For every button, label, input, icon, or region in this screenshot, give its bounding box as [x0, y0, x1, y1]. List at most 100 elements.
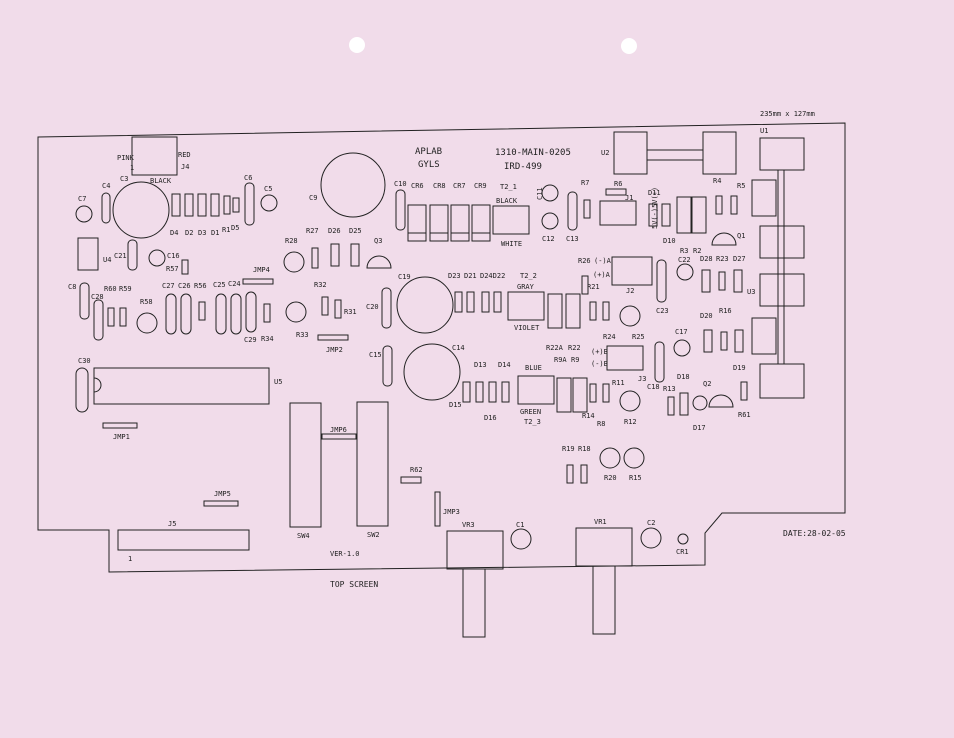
label-d4: D4 — [170, 229, 178, 237]
label-d24d22: D24D22 — [480, 272, 505, 280]
label-u2: U2 — [601, 149, 609, 157]
label-d10: D10 — [663, 237, 676, 245]
c12-capacitor — [541, 212, 559, 230]
label-d23: D23 — [448, 272, 461, 280]
t2-2-transformer — [507, 291, 545, 321]
label-cr8: CR8 — [433, 182, 446, 190]
r15-trimpot — [623, 447, 645, 469]
label-r4: R4 — [713, 177, 721, 185]
label-r23: R23 — [716, 255, 729, 263]
label-cr9: CR9 — [474, 182, 487, 190]
label-d1: D1 — [211, 229, 219, 237]
label-c9: C9 — [309, 194, 317, 202]
label-c27: C27 — [162, 282, 175, 290]
label-c7: C7 — [78, 195, 86, 203]
label-r59: R59 — [119, 285, 132, 293]
label-r33: R33 — [296, 331, 309, 339]
label-u5: U5 — [274, 378, 282, 386]
jmp4-jumper — [242, 278, 274, 285]
label-r19: R19 — [562, 445, 575, 453]
label-c29: C29 — [244, 336, 257, 344]
label-jmp5: JMP5 — [214, 490, 231, 498]
label-c2: C2 — [647, 519, 655, 527]
r58-trimpot — [136, 312, 158, 334]
label-minus-b: (-)B — [591, 360, 608, 368]
label-t2-3-blue: BLUE — [525, 364, 542, 372]
label-q2: Q2 — [703, 380, 711, 388]
label-c21: C21 — [114, 252, 127, 260]
u2-heatsink — [646, 149, 704, 161]
label-c14: C14 — [452, 344, 465, 352]
label-j3: J3 — [638, 375, 646, 383]
j1-connector — [599, 200, 637, 226]
label-pink: PINK — [117, 154, 135, 162]
c20-capacitor — [381, 287, 392, 329]
u3-regulator — [759, 273, 805, 307]
label-cr6: CR6 — [411, 182, 424, 190]
c19-capacitor — [396, 276, 454, 334]
label-r11: R11 — [612, 379, 625, 387]
label-c23: C23 — [656, 307, 669, 315]
q3-transistor — [366, 255, 392, 269]
title-aplab: APLAB — [415, 147, 442, 157]
r8-resistor — [602, 383, 610, 403]
label-d2: D2 — [185, 229, 193, 237]
label-t2-2-gray: GRAY — [517, 283, 535, 291]
sheet-size: 235mm x 127mm — [760, 110, 815, 118]
label-d14: D14 — [498, 361, 511, 369]
r6-resistor — [605, 188, 627, 196]
r31-resistor — [334, 299, 342, 319]
c15-capacitor — [382, 345, 393, 387]
r5-resistor — [730, 195, 738, 215]
label-jmp3: JMP3 — [443, 508, 460, 516]
label-r8: R8 — [597, 420, 605, 428]
c18-capacitor — [654, 341, 665, 383]
label-c18: C18 — [647, 383, 660, 391]
label-j1: J1 — [625, 194, 633, 202]
sw2-switch — [356, 401, 389, 527]
r20-trimpot — [599, 447, 621, 469]
jmp1-jumper — [102, 422, 138, 429]
c13-capacitor — [567, 191, 578, 231]
label-c6: C6 — [244, 174, 252, 182]
label-c5: C5 — [264, 185, 272, 193]
label-c25: C25 — [213, 281, 226, 289]
label-d18: D18 — [677, 373, 690, 381]
r34-resistor — [263, 303, 271, 323]
top-screen-label: TOP SCREEN — [330, 580, 378, 589]
label-cr7: CR7 — [453, 182, 466, 190]
label-c10: C10 — [394, 180, 407, 188]
r27-resistor — [311, 247, 319, 269]
r33-trimpot — [285, 301, 307, 323]
label-r22a: R22A — [546, 344, 564, 352]
r23-resistor — [718, 271, 726, 291]
c2-capacitor — [640, 527, 662, 549]
r16-resistor — [720, 331, 728, 351]
label-c22: C22 — [678, 256, 691, 264]
jmp5-jumper — [203, 500, 239, 507]
c10-capacitor — [395, 189, 406, 231]
big-diode-d — [565, 293, 581, 329]
label-vr1: VR1 — [594, 518, 607, 526]
label-r6: R6 — [614, 180, 622, 188]
r18-resistor — [580, 464, 588, 484]
label-t2-3-green: GREEN — [520, 408, 541, 416]
label-r1: R1 — [222, 226, 230, 234]
label-q3: Q3 — [374, 237, 382, 245]
c21-capacitor — [127, 239, 138, 271]
label-vr3: VR3 — [462, 521, 475, 529]
d25-diode — [350, 243, 360, 267]
label-c1: C1 — [516, 521, 524, 529]
big-diode-f — [572, 377, 588, 413]
u3-body — [759, 363, 805, 399]
c23-capacitor — [656, 259, 667, 303]
label-j4: J4 — [181, 163, 189, 171]
t2-1-transformer — [492, 205, 530, 235]
r28-trimpot — [283, 251, 305, 273]
c16-capacitor — [148, 249, 166, 267]
r56-resistor — [198, 301, 206, 321]
label-r22: R22 — [568, 344, 581, 352]
d28-diode — [701, 269, 711, 293]
label-t2-1: T2_1 — [500, 183, 517, 191]
r57-resistor — [181, 259, 189, 275]
